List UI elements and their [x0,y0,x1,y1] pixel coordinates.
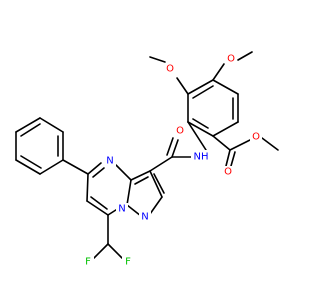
atom-o-ester-ether: O [250,131,262,143]
svg-text:O: O [176,126,184,137]
atom-o-methoxy-right: O [225,53,237,65]
svg-text:O: O [227,54,235,65]
atom-n-pyrimidine: N [104,155,116,167]
atom-f-left: F [82,256,94,268]
atom-o-methoxy-left: O [164,63,176,75]
atom-nh-amide: NH [191,150,211,163]
phenyl-ring [15,117,89,175]
methoxy-group-right [212,51,253,81]
atom-o-amide: O [174,125,186,137]
molecule-diagram: O O O NH N N N O O F F [15,51,279,268]
svg-text:N: N [118,204,125,215]
amide-linker [149,121,207,172]
atom-o-ester-carbonyl: O [222,166,234,178]
svg-text:N: N [106,156,113,167]
benzoate-ring [187,79,239,137]
methoxy-group-left [149,56,189,95]
svg-text:N: N [141,212,148,223]
atom-n-pyrazole: N [139,211,151,223]
svg-text:F: F [85,257,91,268]
svg-text:O: O [224,167,232,178]
svg-text:F: F [125,257,131,268]
pyrazolopyrimidine-core [86,162,165,217]
svg-text:O: O [252,132,260,143]
structure-svg: O O O NH N N N O O F F [15,51,279,268]
atom-f-right: F [122,256,134,268]
svg-text:O: O [166,64,174,75]
atom-n-bridge: N [116,203,128,215]
difluoromethyl-group [93,214,123,259]
svg-text:NH: NH [194,152,209,163]
methyl-ester-group [212,135,279,167]
